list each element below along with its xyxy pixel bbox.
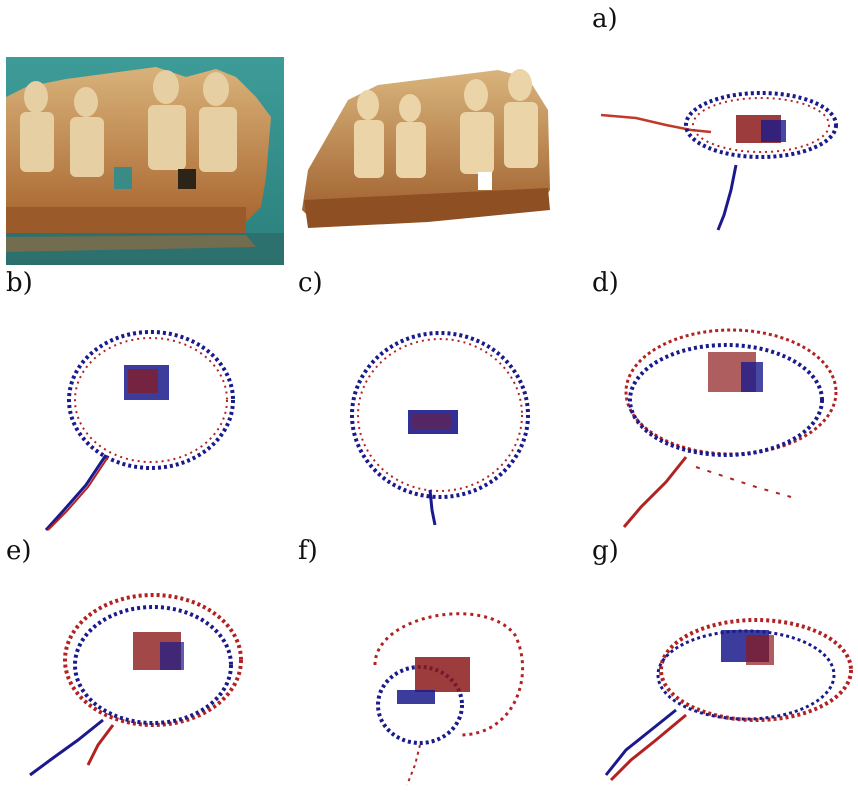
label-d: d) <box>592 270 619 296</box>
label-e: e) <box>6 538 32 564</box>
panel-e-reconstruction <box>18 590 248 780</box>
label-c: c) <box>298 270 323 296</box>
panel-c-reconstruction <box>340 325 540 530</box>
panel-a-reconstruction <box>596 80 846 240</box>
photo-statues-in-aquarium <box>6 57 284 265</box>
label-a: a) <box>592 6 618 32</box>
panel-g-reconstruction <box>596 610 854 785</box>
panel-b-reconstruction <box>36 325 256 535</box>
label-g: g) <box>592 538 619 564</box>
photo-statues-isolated <box>298 60 558 230</box>
label-b: b) <box>6 270 33 296</box>
panel-d-reconstruction <box>616 322 846 532</box>
label-f: f) <box>298 538 318 564</box>
panel-f-reconstruction <box>365 595 525 790</box>
